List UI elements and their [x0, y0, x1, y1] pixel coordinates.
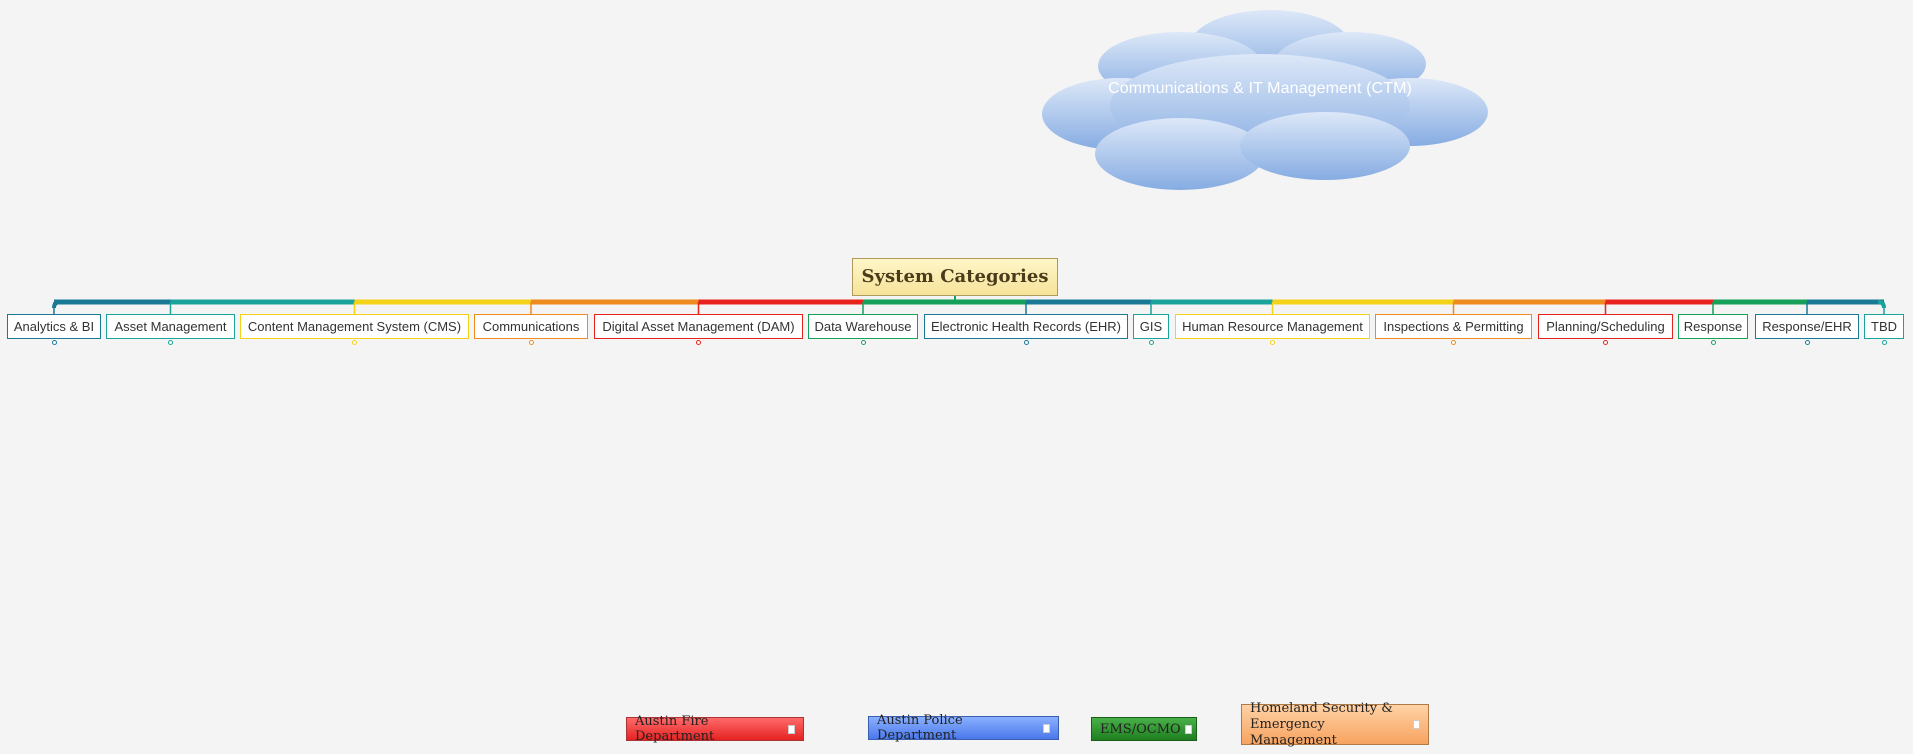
- connector-end: [52, 300, 61, 309]
- expand-toggle-icon[interactable]: [1804, 340, 1810, 345]
- category-node[interactable]: Planning/Scheduling: [1538, 314, 1673, 339]
- category-node[interactable]: Human Resource Management: [1175, 314, 1370, 339]
- expand-toggle-icon[interactable]: [1023, 340, 1029, 345]
- category-node[interactable]: Inspections & Permitting: [1375, 314, 1532, 339]
- expand-toggle-icon[interactable]: [352, 340, 357, 345]
- expand-toggle-icon[interactable]: [860, 340, 866, 345]
- expand-toggle-icon[interactable]: [1710, 340, 1716, 345]
- note-icon[interactable]: [1413, 720, 1420, 729]
- category-node[interactable]: Data Warehouse: [808, 314, 918, 339]
- legend-label-line-1: Homeland Security &: [1250, 700, 1393, 716]
- note-icon[interactable]: [788, 724, 795, 734]
- category-node[interactable]: TBD: [1864, 314, 1904, 339]
- central-topic[interactable]: System Categories: [852, 258, 1058, 296]
- note-icon[interactable]: [1184, 724, 1192, 734]
- expand-toggle-icon[interactable]: [528, 340, 534, 345]
- legend-label: EMS/OCMO: [1100, 721, 1181, 737]
- category-node[interactable]: Communications: [474, 314, 588, 339]
- legend-austin-fire-department[interactable]: Austin Fire Department: [626, 714, 804, 744]
- category-node[interactable]: Asset Management: [106, 314, 235, 339]
- expand-toggle-icon[interactable]: [51, 340, 57, 345]
- connector-end: [1877, 300, 1886, 309]
- legend-label: Austin Police Department: [877, 713, 963, 743]
- category-node[interactable]: Digital Asset Management (DAM): [594, 314, 803, 339]
- expand-toggle-icon[interactable]: [696, 340, 701, 345]
- legend-austin-police-department[interactable]: Austin Police Department: [868, 713, 1059, 743]
- expand-toggle-icon[interactable]: [1270, 340, 1275, 345]
- note-icon[interactable]: [1043, 723, 1050, 733]
- cloud-topic[interactable]: Communications & IT Management (CTM): [1030, 6, 1490, 192]
- expand-toggle-icon[interactable]: [168, 340, 173, 345]
- category-node[interactable]: Response: [1678, 314, 1748, 339]
- category-node[interactable]: GIS: [1133, 314, 1169, 339]
- legend-homeland-security[interactable]: Homeland Security & Emergency Management: [1241, 700, 1429, 748]
- cloud-shape: [1042, 10, 1488, 190]
- category-node[interactable]: Content Management System (CMS): [240, 314, 469, 339]
- category-node[interactable]: Response/EHR: [1755, 314, 1859, 339]
- cloud-label: Communications & IT Management (CTM): [1108, 80, 1412, 97]
- expand-toggle-icon[interactable]: [1451, 340, 1456, 345]
- legend-ems-ocmo[interactable]: EMS/OCMO: [1091, 717, 1197, 741]
- legend-label: Austin Fire Department: [635, 714, 715, 744]
- expand-toggle-icon[interactable]: [1881, 340, 1887, 345]
- legend-label-line-2: Emergency Management: [1250, 716, 1337, 748]
- category-node[interactable]: Electronic Health Records (EHR): [924, 314, 1128, 339]
- expand-toggle-icon[interactable]: [1603, 340, 1608, 345]
- category-node[interactable]: Analytics & BI: [7, 314, 101, 339]
- expand-toggle-icon[interactable]: [1148, 340, 1154, 345]
